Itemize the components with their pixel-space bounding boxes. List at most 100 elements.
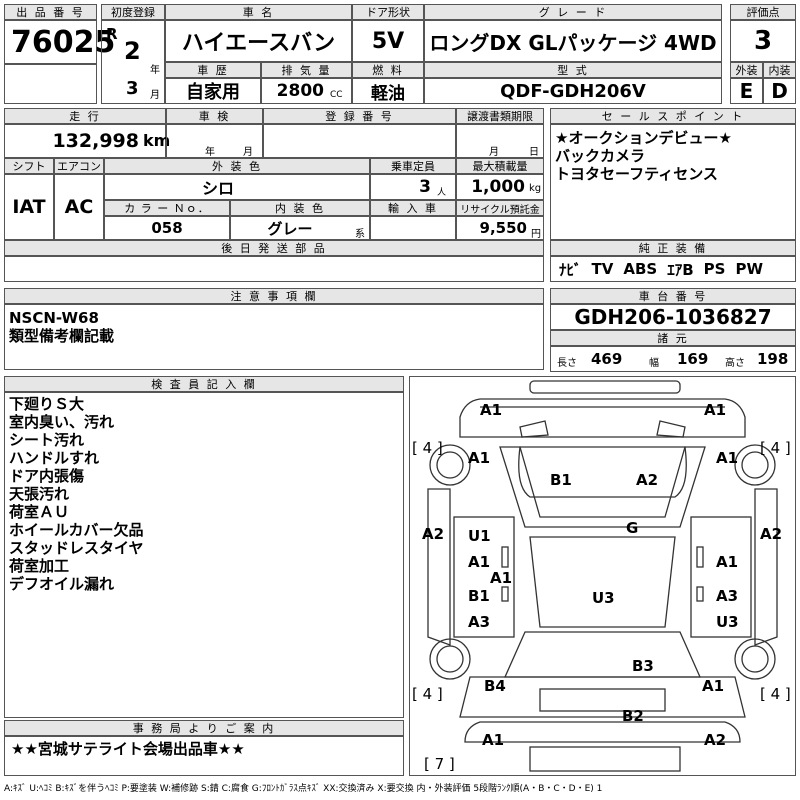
grade-cell: ロングDX GLパッケージ 4WD: [424, 20, 722, 62]
inspector-note-item: シート汚れ: [9, 431, 85, 449]
height: 198: [757, 350, 789, 368]
damage-glass: G: [626, 519, 639, 537]
damage-center-a1: A1: [490, 569, 513, 587]
tire-rear-right: [ 4 ]: [760, 685, 791, 703]
sales-point-item: トヨタセーフティセンス: [555, 165, 718, 183]
car-name-cell: ハイエースバン: [165, 20, 352, 62]
kg-unit: kg: [529, 183, 542, 194]
lot-blank-cell: [4, 64, 97, 104]
max-load-header: 最大積載量: [456, 158, 544, 174]
width-label: 幅: [649, 358, 659, 369]
import-cell: [370, 216, 456, 240]
inspection-month-unit: 月: [243, 147, 253, 158]
damage-right-u3: U3: [716, 613, 739, 631]
max-load-cell: 1,000 kg: [456, 174, 544, 200]
fuel-cell: 軽油: [352, 78, 424, 104]
transfer-cell: 月 日: [456, 124, 544, 158]
aircon-header: エアコン: [54, 158, 104, 174]
damage-left-a3: A3: [468, 613, 491, 631]
mileage-header: 走 行: [4, 108, 166, 124]
shift-header: シフト: [4, 158, 54, 174]
car-outline: [427, 380, 778, 772]
registration-cell: [263, 124, 456, 158]
car-name: ハイエースバン: [181, 31, 336, 56]
legend: A:ｷｽﾞ U:ﾍｺﾐ B:ｷｽﾞを伴うﾍｺﾐ P:要塗装 W:補修跡 S:錆 …: [4, 784, 603, 794]
transfer-day-unit: 日: [529, 147, 539, 158]
damage-left-b1: B1: [468, 587, 490, 605]
history-cell: 自家用: [165, 78, 261, 104]
damage-rear-right-a1: A1: [702, 677, 725, 695]
first-reg-cell: R 2 年 3 月: [101, 20, 165, 104]
inspection-year-unit: 年: [205, 147, 215, 158]
reg-month: 3: [126, 78, 139, 99]
registration-header: 登 録 番 号: [263, 108, 456, 124]
sales-point-item: バックカメラ: [555, 147, 646, 165]
tire-front-left: [ 4 ]: [412, 439, 443, 457]
damage-fender-left: A1: [468, 449, 491, 467]
color-header: 外 装 色: [104, 158, 370, 174]
later-parts-header: 後 日 発 送 部 品: [4, 240, 544, 256]
inspection-header: 車 検: [166, 108, 263, 124]
displacement-header: 排 気 量: [261, 62, 352, 78]
lot-number: 76025: [11, 24, 116, 60]
length-label: 長さ: [557, 358, 577, 369]
lot-no-header: 出 品 番 号: [4, 4, 97, 20]
exterior-grade: E: [739, 79, 754, 103]
chassis-header: 車 台 番 号: [550, 288, 796, 304]
damage-side-left: A2: [422, 525, 445, 543]
history-header: 車 歴: [165, 62, 261, 78]
model-code: QDF-GDH206V: [500, 80, 646, 102]
aircon-cell: AC: [54, 174, 104, 240]
first-reg-header: 初度登録: [101, 4, 165, 20]
score-cell: 3: [730, 20, 796, 62]
tire-front-right: [ 4 ]: [760, 439, 791, 457]
equipment-item: PW: [735, 260, 763, 278]
era-reiwa: R: [106, 25, 118, 43]
color-no: 058: [151, 219, 183, 237]
year-unit: 年: [150, 65, 160, 76]
sales-points-list: ★オークションデビュー★バックカメラトヨタセーフティセンス: [555, 129, 791, 183]
interior-color: グレー: [267, 219, 313, 238]
model-code-cell: QDF-GDH206V: [424, 78, 722, 104]
fuel-header: 燃 料: [352, 62, 424, 78]
tire-rear-left: [ 4 ]: [412, 685, 443, 703]
transfer-header: 譲渡書類期限: [456, 108, 544, 124]
kei-unit: 系: [355, 229, 365, 240]
damage-side-right: A2: [760, 525, 783, 543]
notes-header: 注 意 事 項 欄: [4, 288, 544, 304]
damage-rear-b2: B2: [622, 707, 644, 725]
inspection-cell: 年 月: [166, 124, 263, 158]
model-code-header: 型 式: [424, 62, 722, 78]
shift-cell: IAT: [4, 174, 54, 240]
person-unit: 人: [437, 188, 447, 198]
car-name-header: 車 名: [165, 4, 352, 20]
damage-rear-b3: B3: [632, 657, 654, 675]
inspector-note-item: 荷室ＡＵ: [9, 503, 70, 521]
inspector-note-item: 室内臭い、汚れ: [9, 413, 115, 431]
grade: ロングDX GLパッケージ 4WD: [429, 30, 717, 55]
max-load: 1,000: [471, 177, 525, 197]
equipment-item: PS: [703, 260, 726, 278]
chassis-no: GDH206-1036827: [574, 305, 772, 329]
interior-color-cell: グレー 系: [230, 216, 370, 240]
damage-diagram: A1 A1 [ 4 ] [ 4 ] A1 A1 B1 A2 A2 A2 G U1…: [409, 376, 796, 776]
office-header: 事 務 局 よ り ご 案 内: [4, 720, 404, 736]
door-header: ドア形状: [352, 4, 424, 20]
import-header: 輸 入 車: [370, 200, 456, 216]
recycle-header: リサイクル預託金: [456, 200, 544, 216]
history: 自家用: [186, 82, 240, 103]
office-cell: ★★宮城サテライト会場出品車★★: [4, 736, 404, 776]
score: 3: [753, 26, 773, 56]
sales-points-cell: ★オークションデビュー★バックカメラトヨタセーフティセンス: [550, 124, 796, 240]
yen-unit: 円: [531, 229, 541, 240]
interior-header: 内装: [763, 62, 796, 78]
inspector-note-item: ホイールカバー欠品: [9, 521, 144, 539]
sales-point-item: ★オークションデビュー★: [555, 129, 732, 147]
damage-back-left: A1: [482, 731, 505, 749]
inspector-note-item: スタッドレスタイヤ: [9, 539, 144, 557]
displacement-cell: 2800 CC: [261, 78, 352, 104]
recycle: 9,550: [479, 219, 527, 237]
capacity-header: 乗車定員: [370, 158, 456, 174]
